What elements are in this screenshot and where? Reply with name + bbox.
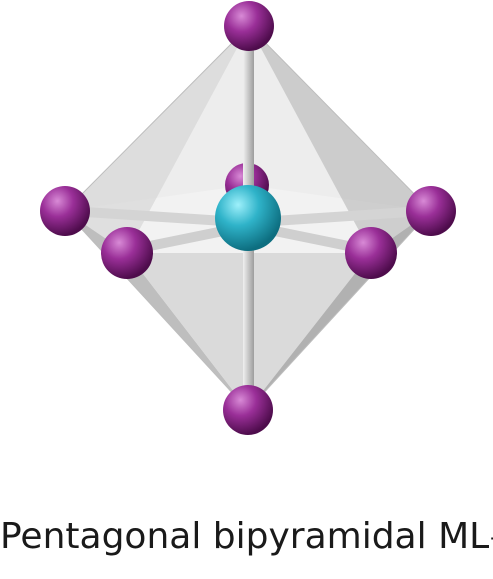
ligand-atoms [40, 1, 456, 435]
central-atom [215, 185, 281, 251]
bond-equatorial-right [257, 206, 426, 227]
bond-axial-bottom [243, 225, 254, 400]
caption-main-text: Pentagonal bipyramidal ML [0, 516, 490, 557]
ligand-atom-right [406, 186, 456, 236]
polyhedron-face-upper-left [65, 26, 249, 253]
bond-equatorial-left [69, 206, 241, 227]
ligand-atom-front-right [345, 227, 397, 279]
ligand-atom-top [224, 1, 274, 51]
caption-subscript: 7 [489, 533, 493, 561]
ligand-atom-front-left [101, 227, 153, 279]
ligand-atom-left [40, 186, 90, 236]
figure-caption: Pentagonal bipyramidal ML7 [0, 512, 493, 562]
pentagonal-bipyramid-diagram [40, 1, 456, 435]
ligand-atom-bottom [223, 385, 273, 435]
bond-axial-top [243, 40, 254, 220]
polyhedron-face-upper-right [249, 26, 431, 253]
